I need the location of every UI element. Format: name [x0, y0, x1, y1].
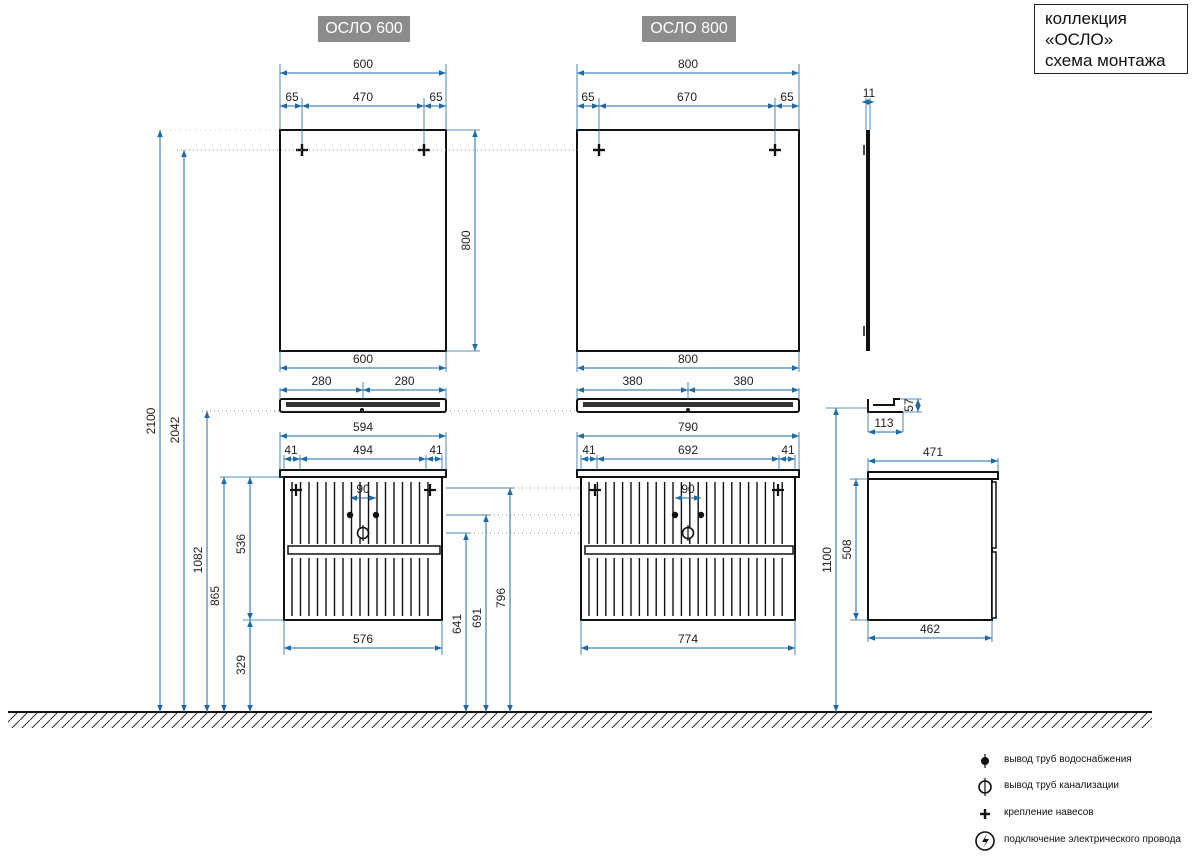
dim-shelf800-right: 380	[733, 374, 753, 388]
legend-hanger-label: крепление навесов	[1004, 807, 1094, 818]
dim-h865: 865	[208, 586, 222, 606]
sewer-outlet-icon	[978, 778, 992, 796]
dim-h1100: 1100	[820, 547, 834, 573]
hanger-icon	[593, 144, 781, 156]
dim-m600-bottom-width: 600	[353, 352, 373, 366]
dim-m800-right: 65	[780, 90, 794, 104]
dim-cab600-left: 41	[284, 443, 298, 457]
dim-m800-width: 800	[678, 57, 698, 71]
dim-cab600-bottom: 576	[353, 632, 373, 646]
dim-cab800-right: 41	[781, 443, 795, 457]
dim-cab800-left: 41	[582, 443, 596, 457]
floor	[8, 711, 1152, 728]
shelf-600	[279, 398, 447, 413]
cabinet-800	[576, 469, 800, 621]
legend-electric-label: подключение электрического провода	[1004, 834, 1181, 845]
water-outlet-icon	[981, 754, 989, 768]
dim-h691: 691	[470, 608, 484, 628]
dim-h1082: 1082	[191, 546, 205, 573]
dim-m600-left: 65	[285, 90, 299, 104]
dim-shelf600-right: 280	[394, 374, 414, 388]
collection-label: коллекция «ОСЛО» схема монтажа	[1034, 4, 1188, 74]
mirror-side-view	[863, 130, 870, 351]
shelf-800	[576, 398, 800, 413]
collection-line-2: «ОСЛО»	[1045, 30, 1114, 49]
cabinet-600	[279, 469, 447, 621]
dim-h536: 536	[234, 534, 248, 554]
dim-shelf600-left: 280	[311, 374, 331, 388]
dim-m600-right: 65	[429, 90, 443, 104]
legend-hanger: крепление навесов	[972, 803, 1200, 825]
dim-h2100: 2100	[144, 407, 158, 434]
dim-side-top: 471	[923, 445, 943, 459]
dim-h2042: 2042	[168, 416, 182, 443]
dim-bracket-depth: 113	[874, 416, 893, 430]
title-oslo-800: ОСЛО 800	[642, 16, 736, 42]
title-oslo-600: ОСЛО 600	[318, 16, 410, 42]
dim-h329: 329	[234, 655, 248, 675]
dim-m800-span: 670	[677, 90, 697, 104]
mirror-800	[576, 129, 800, 352]
dim-bracket-height: 57	[902, 398, 916, 412]
legend-water: вывод труб водоснабжения	[972, 750, 1200, 772]
legend-electric: подключение электрического провода	[972, 830, 1200, 852]
dim-cab800-span: 692	[678, 443, 698, 457]
dim-cab600-span: 494	[353, 443, 373, 457]
dim-m800-bottom-width: 800	[678, 352, 698, 366]
collection-line-3: схема монтажа	[1045, 51, 1166, 70]
electric-connection-icon	[975, 831, 995, 851]
dim-cab800-drain: 90	[681, 482, 695, 496]
dim-side-height: 508	[840, 539, 854, 559]
collection-line-1: коллекция	[1045, 9, 1127, 28]
dim-h796: 796	[494, 588, 508, 608]
dim-m800-left: 65	[581, 90, 595, 104]
dim-m600-height: 800	[459, 230, 473, 250]
dim-mirror-thickness: 11	[863, 86, 876, 100]
dim-side-bottom: 462	[920, 622, 940, 636]
hanger-icon	[980, 809, 990, 819]
legend-sewer: вывод труб канализации	[972, 776, 1200, 798]
dim-cab800-bottom: 774	[678, 632, 698, 646]
dim-shelf800-left: 380	[622, 374, 642, 388]
legend-sewer-label: вывод труб канализации	[1004, 780, 1120, 791]
shelf-bracket-side	[867, 398, 903, 413]
cabinet-side-view	[867, 471, 999, 621]
dim-cab600-drain: 90	[356, 482, 370, 496]
legend-water-label: вывод труб водоснабжения	[1004, 754, 1132, 765]
mirror-600	[279, 129, 447, 352]
dim-m600-width: 600	[353, 57, 373, 71]
dim-cab800-width: 790	[678, 420, 698, 434]
dim-m600-span: 470	[353, 90, 373, 104]
dim-h641: 641	[450, 614, 464, 634]
dim-cab600-right: 41	[429, 443, 443, 457]
dim-cab600-width: 594	[353, 420, 373, 434]
